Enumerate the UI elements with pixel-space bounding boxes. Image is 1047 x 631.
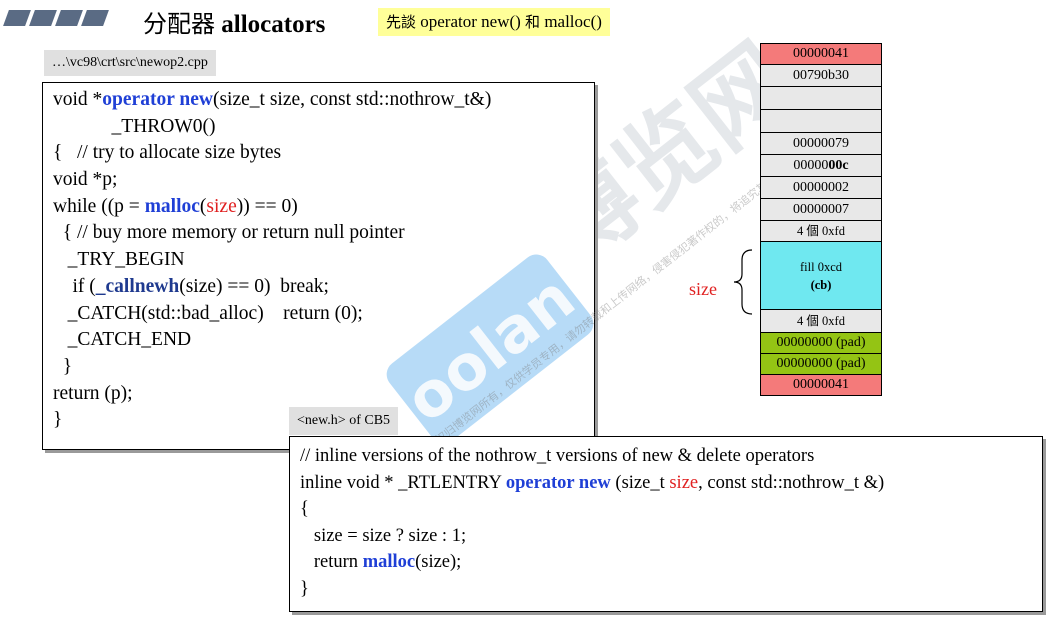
memory-cell (760, 109, 882, 133)
subtitle-malloc: malloc() (544, 12, 602, 31)
code-line: _TRY_BEGIN (53, 249, 185, 271)
code-line: } (53, 409, 63, 431)
code-block-newop2: void *operator new(size_t size, const st… (42, 82, 595, 450)
fill-cb-label: (cb) (810, 278, 832, 292)
code-block-new-h: // inline versions of the nothrow_t vers… (289, 436, 1043, 612)
subtitle-highlight: 先談 operator new() 和 malloc() (378, 8, 610, 36)
curly-brace-icon (733, 249, 753, 315)
size-label: size (689, 279, 717, 299)
code-line: return (p); (53, 382, 133, 404)
cb5-source-label: <new.h> of CB5 (289, 407, 399, 435)
slash-mark (55, 10, 83, 26)
memory-cell: 0000000c (760, 154, 882, 177)
memory-cell-guard: 4 個 0xfd (760, 309, 882, 333)
source-file-label: …\vc98\crt\src\newop2.cpp (44, 50, 216, 76)
slash-mark (3, 10, 31, 26)
code-line: _CATCH(std::bad_alloc) return (0); (53, 302, 363, 324)
subtitle-cjk: 先談 (386, 13, 417, 31)
code-line: _THROW0() (53, 115, 216, 137)
memory-cell: 00000007 (760, 198, 882, 221)
code-line: } (53, 355, 73, 377)
code-line: { (300, 499, 309, 519)
code-line: return malloc(size); (300, 552, 462, 572)
title-cjk: 分配器 (143, 10, 215, 38)
code-line: size = size ? size : 1; (300, 525, 467, 546)
code-line: // inline versions of the nothrow_t vers… (300, 446, 815, 466)
subtitle-operator-new: operator new() (420, 12, 521, 31)
subtitle-and: 和 (525, 13, 541, 31)
page-title: 分配器 allocators (143, 4, 325, 39)
code-line: } (300, 578, 309, 599)
code-line: { // buy more memory or return null poin… (53, 222, 405, 244)
memory-cell (760, 86, 882, 110)
slash-mark (81, 10, 109, 26)
memory-cell: 00000002 (760, 176, 882, 199)
memory-cell: 00000079 (760, 132, 882, 155)
memory-cell-pad: 00000000 (pad) (760, 353, 882, 375)
code-line: if (_callnewh(size) == 0) break; (53, 275, 329, 297)
memory-cell-data: fill 0xcd (cb) (760, 241, 882, 310)
memory-cell-guard: 4 個 0xfd (760, 220, 882, 242)
memory-cell-pad: 00000000 (pad) (760, 332, 882, 354)
slash-mark (29, 10, 57, 26)
memory-cell-cookie-bottom: 00000041 (760, 374, 882, 396)
memory-block-diagram: 00000041 00790b30 00000079 0000000c 0000… (760, 43, 882, 396)
code-line: inline void * _RTLENTRY operator new (si… (300, 472, 885, 493)
code-line: { // try to allocate size bytes (53, 142, 282, 164)
code-line: void *p; (53, 169, 118, 191)
header-slash-decoration (3, 10, 109, 26)
code-line: while ((p = malloc(size)) == 0) (53, 195, 298, 217)
memory-cell-cookie-top: 00000041 (760, 43, 882, 65)
code-line: _CATCH_END (53, 329, 192, 351)
title-en: allocators (221, 11, 326, 38)
fill-label: fill 0xcd (799, 260, 842, 274)
code-line: void *operator new(size_t size, const st… (53, 89, 492, 110)
memory-cell: 00790b30 (760, 64, 882, 87)
